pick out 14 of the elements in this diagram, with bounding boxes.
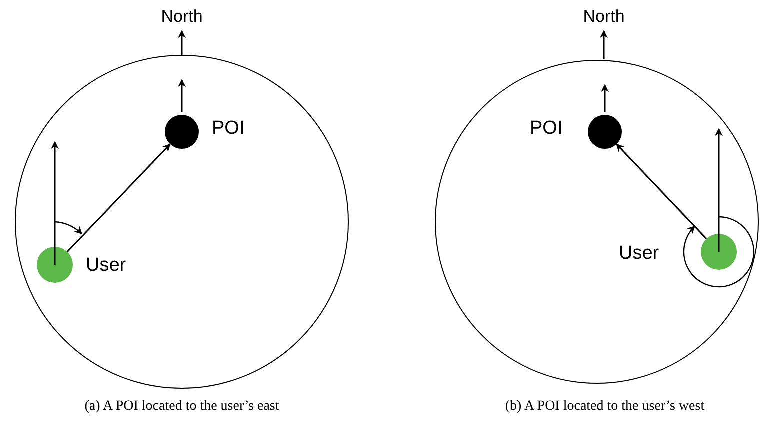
user-marker bbox=[700, 234, 736, 270]
marker-label: User bbox=[86, 256, 126, 275]
direction-label: North bbox=[583, 6, 625, 28]
marker-label: POI bbox=[212, 119, 245, 138]
caption: (b) A POI located to the user’s west bbox=[505, 398, 705, 416]
marker-label: User bbox=[619, 244, 660, 263]
arrow bbox=[616, 144, 708, 240]
user-marker bbox=[36, 246, 72, 282]
marker-label: POI bbox=[530, 119, 563, 138]
direction-label: North bbox=[161, 6, 203, 28]
poi-marker bbox=[164, 114, 198, 148]
poi-marker bbox=[588, 114, 622, 148]
caption: (a) A POI located to the user’s east bbox=[84, 398, 280, 416]
arrow bbox=[66, 144, 171, 252]
